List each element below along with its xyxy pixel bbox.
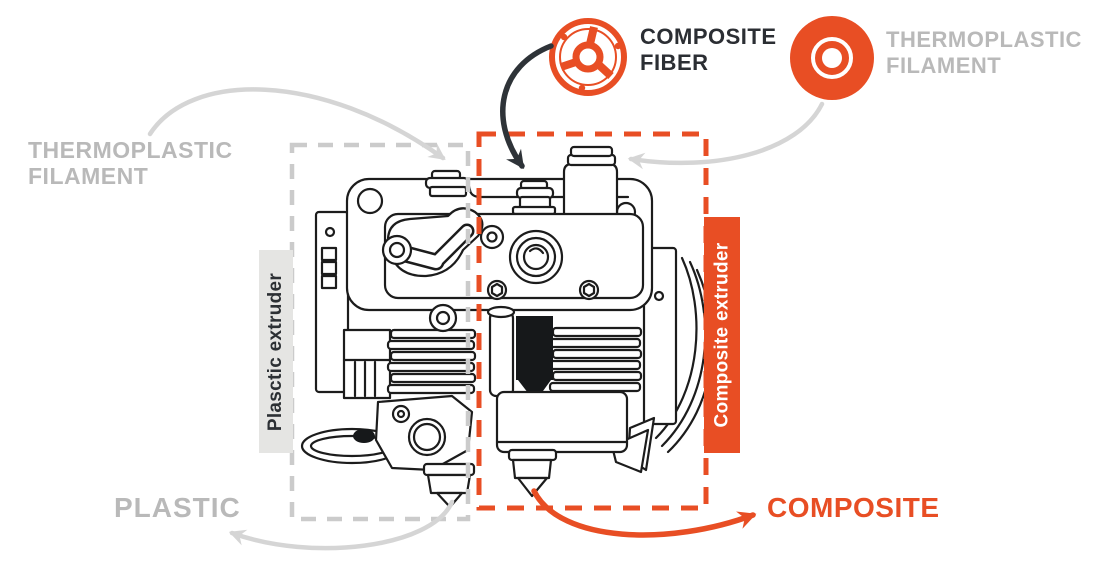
plastic-extruder-tag: Plasctic extruder [259, 250, 293, 453]
composite-fiber-label: COMPOSITE FIBER [640, 24, 777, 76]
composite-extruder-tag-text: Composite extruder [711, 242, 733, 428]
composite-fiber-spool-icon [549, 18, 627, 96]
label-line: THERMOPLASTIC [28, 137, 233, 163]
plastic-output-label: PLASTIC [114, 492, 241, 523]
arrow-fiber-spool-to-printhead [500, 43, 554, 169]
arrow-thermoplastic-left-to-printhead [147, 87, 446, 161]
arrow-nozzle-to-composite [531, 488, 757, 538]
label-line: FIBER [640, 50, 709, 75]
composite-extruder-tag: Composite extruder [704, 217, 740, 453]
composite-output-label: COMPOSITE [767, 492, 940, 523]
thermoplastic-filament-label-right: THERMOPLASTIC FILAMENT [886, 27, 1082, 79]
label-line: FILAMENT [886, 53, 1002, 78]
extruder-printhead-drawing [300, 145, 714, 509]
thermoplastic-filament-label-left: THERMOPLASTIC FILAMENT [28, 137, 233, 189]
plastic-extruder-tag-text: Plasctic extruder [265, 272, 287, 431]
arrow-nozzle-to-plastic [228, 499, 455, 551]
thermoplastic-filament-spool-icon [790, 16, 874, 100]
label-line: THERMOPLASTIC [886, 27, 1082, 52]
label-line: COMPOSITE [640, 24, 777, 49]
label-line: FILAMENT [28, 163, 149, 189]
arrow-thermoplastic-right-to-printhead [627, 101, 825, 170]
